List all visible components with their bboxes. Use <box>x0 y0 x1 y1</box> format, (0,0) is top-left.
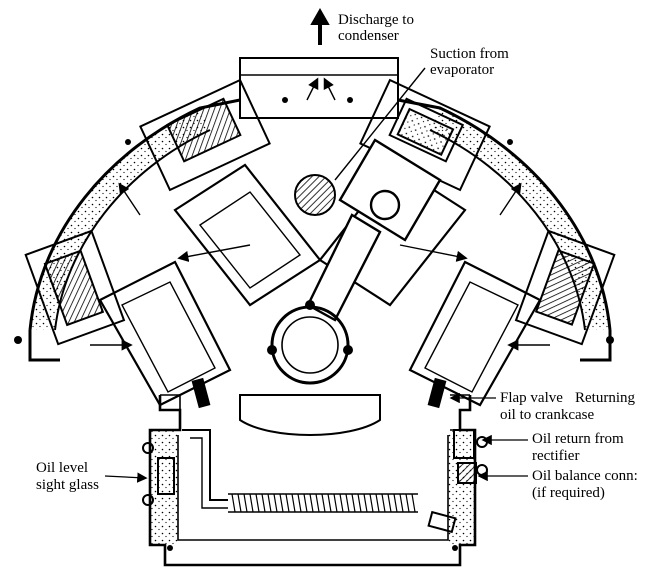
oil-level-sight-glass <box>157 457 175 495</box>
suction-leader <box>334 67 426 181</box>
suction-label-line1: Suction from <box>430 46 509 62</box>
returning-label-line2: oil to crankcase <box>500 407 595 423</box>
left-flap-valve <box>191 377 211 409</box>
oil-return-label-line1: Oil return from <box>532 431 624 447</box>
piston-and-rod <box>306 138 442 322</box>
oil-return-pipe <box>182 429 228 501</box>
crankshaft-hub <box>270 305 350 385</box>
discharge-arrow-head <box>310 7 330 25</box>
flap-valve-label: Flap valve <box>500 390 563 406</box>
right-flap-valve <box>427 377 447 409</box>
crankcase-heater <box>228 493 418 513</box>
oil-balance-label-line1: Oil balance conn: <box>532 468 638 484</box>
callout-leaders <box>104 392 528 483</box>
counterweight <box>239 394 381 436</box>
bolts <box>14 97 614 551</box>
upper-left-valve-plate <box>139 78 271 192</box>
discharge-label-line2: condenser <box>338 28 399 44</box>
flow-arrows <box>90 77 550 351</box>
suction-strainer <box>294 174 336 216</box>
oil-level-label-line1: Oil level <box>36 460 89 476</box>
oil-balance-label-line2: (if required) <box>532 485 605 501</box>
crankcase <box>148 394 477 567</box>
oil-return-label-line2: rectifier <box>532 448 580 464</box>
right-valve-plate <box>514 229 616 346</box>
discharge-label-line1: Discharge to <box>338 12 414 28</box>
returning-label-line1: Returning <box>575 390 635 406</box>
discharge-manifold <box>239 57 399 119</box>
oil-level-label-line2: sight glass <box>36 477 99 493</box>
left-valve-plate <box>24 229 126 346</box>
suction-label-line2: evaporator <box>430 62 495 78</box>
